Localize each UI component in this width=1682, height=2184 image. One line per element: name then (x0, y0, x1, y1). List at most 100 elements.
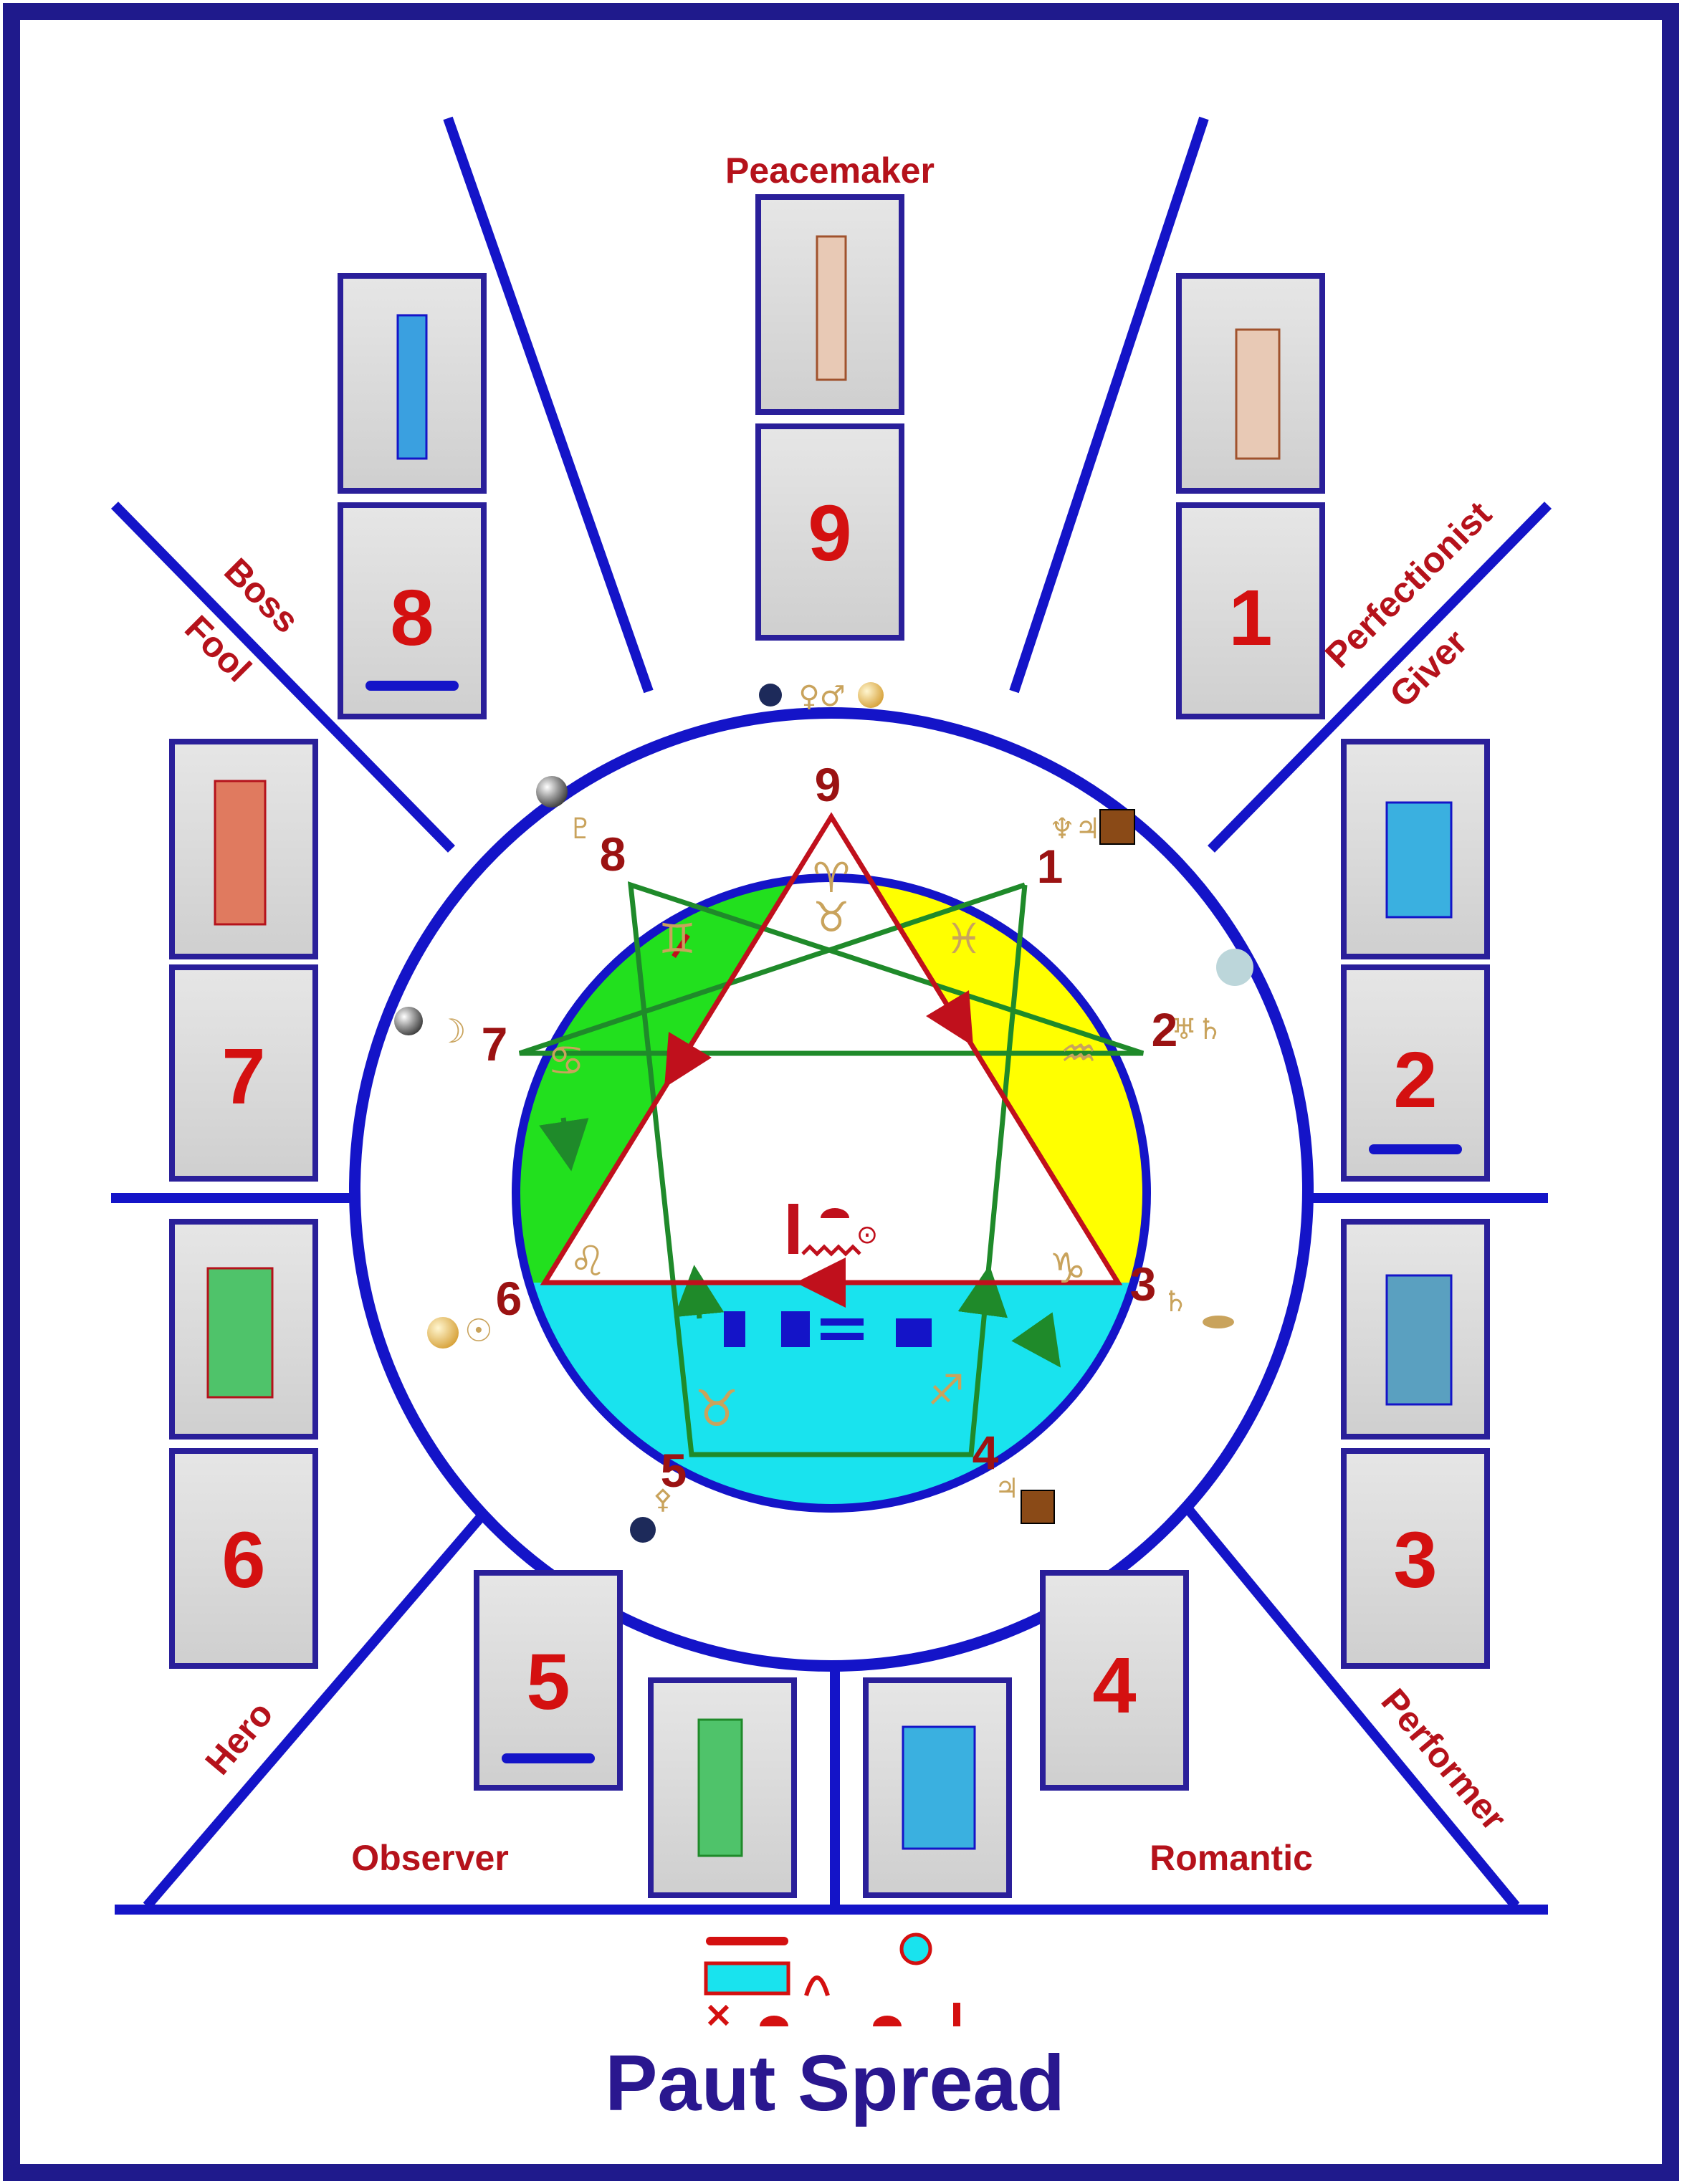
label-romantic: Romantic (1150, 1838, 1313, 1878)
deity-figure-7 (214, 780, 267, 926)
card-group-4: 4 (863, 1570, 1189, 1898)
planet-top-1 (759, 684, 782, 707)
number-card-9[interactable] (755, 423, 904, 641)
number-card-8-label: 8 (390, 574, 434, 662)
card-group-9: 9 (755, 194, 904, 641)
planet-2 (1216, 949, 1253, 986)
bottom-hieroglyph (704, 1932, 960, 2026)
bottom-glyph-x (707, 2004, 730, 2026)
taurus-top-glyph: ♉ (813, 893, 850, 942)
triangle-arrow-d (672, 934, 690, 958)
glyph-block-5 (896, 1318, 932, 1347)
hexad-arrow-a (957, 1265, 1008, 1318)
glyph-block-2 (781, 1311, 810, 1347)
bottom-glyph-loaf-2 (873, 2016, 902, 2026)
center-hieroglyph: ⊙ (724, 1204, 932, 1347)
ring-number-4: 4 (973, 1426, 999, 1479)
planet-markers: ♀♂ ♇ ☽ ☉ ⚴ ♃ ♄ ♅♄ ♆♃ (394, 680, 1253, 1543)
bottom-glyph-bar (706, 1937, 788, 1945)
spoke-top-right (1009, 116, 1209, 694)
spoke-upper-right (1207, 502, 1552, 853)
astro-glyph-2: ♅♄ (1171, 1013, 1223, 1046)
was-sceptre-5 (502, 1753, 595, 1763)
planet-8 (536, 776, 568, 808)
deity-figure-5 (697, 1718, 743, 1857)
card-group-2: 2 (1341, 739, 1490, 1182)
taurus-glyph: ♉ (694, 1379, 740, 1438)
planet-top-2 (858, 682, 884, 708)
spokes (110, 116, 1552, 1915)
capricorn-glyph: ♑ (1049, 1244, 1086, 1293)
number-card-1[interactable] (1176, 502, 1325, 719)
sagittarius-glyph: ♐ (927, 1366, 965, 1414)
number-card-3-label: 3 (1393, 1516, 1437, 1604)
spoke-lower-right (1157, 1472, 1520, 1910)
center-sun-glyph: ⊙ (856, 1220, 878, 1250)
planet-1 (1099, 809, 1135, 845)
ring-number-6: 6 (496, 1272, 522, 1325)
astro-glyph-1: ♆♃ (1049, 813, 1101, 846)
number-card-5[interactable] (474, 1570, 623, 1791)
hexad-lines (518, 881, 1145, 1457)
planet-6 (427, 1317, 459, 1349)
was-sceptre-2 (1369, 1144, 1462, 1154)
spoke-lower-left (143, 1472, 520, 1910)
deity-figure-9 (816, 235, 847, 381)
triangle-fill (545, 878, 1118, 1283)
number-card-4[interactable] (1040, 1570, 1189, 1791)
deity-figure-6 (206, 1267, 274, 1399)
number-card-9-label: 9 (808, 489, 851, 578)
bottom-glyph-circle (899, 1932, 932, 1965)
deity-figure-1 (1235, 328, 1281, 460)
pisces-glyph: ♓ (945, 914, 983, 963)
number-card-6[interactable] (169, 1448, 318, 1669)
label-fool: Fool (177, 608, 259, 689)
hexad-arrow-c (1011, 1312, 1061, 1368)
bottom-glyph-pool (704, 1961, 790, 1996)
spoke-upper-left (110, 502, 456, 853)
deity-card-6[interactable] (169, 1219, 318, 1440)
card-group-3: 3 (1341, 1219, 1490, 1669)
cyan-hieroglyph-row (724, 1311, 932, 1347)
glyph-block-3 (821, 1318, 864, 1326)
number-card-2[interactable] (1341, 964, 1490, 1182)
page-title: Paut Spread (605, 2039, 1065, 2127)
deity-figure-3 (1385, 1274, 1453, 1406)
number-card-4-label: 4 (1092, 1642, 1136, 1730)
number-card-1-label: 1 (1228, 574, 1272, 662)
card-group-8: 8 (338, 273, 487, 719)
center-loaf-mark (821, 1208, 849, 1218)
planet-7 (394, 1007, 423, 1035)
ring-number-1: 1 (1037, 840, 1064, 893)
was-sceptre-8 (365, 681, 459, 691)
outer-frame (3, 3, 1679, 2181)
gemini-glyph: ♊ (659, 914, 696, 963)
inner-ring (512, 873, 1151, 1513)
card-group-7: 7 (169, 739, 318, 1182)
planet-5 (630, 1517, 656, 1543)
ring-number-7: 7 (482, 1017, 508, 1071)
top-astro-glyph: ♀♂ (798, 680, 845, 713)
hexad-path (518, 881, 1145, 1457)
number-card-6-label: 6 (221, 1516, 265, 1604)
ring-number-9: 9 (815, 758, 841, 811)
astro-glyph-4: ♃ (995, 1472, 1019, 1504)
card-group-6: 6 (169, 1219, 318, 1669)
triangle-arrow-a (925, 990, 974, 1047)
card-group-1: 1 (1176, 273, 1325, 719)
center-water-mark (801, 1244, 861, 1257)
number-card-2-label: 2 (1393, 1036, 1437, 1124)
bottom-glyph-leg (804, 1975, 830, 1996)
ring-number-3: 3 (1130, 1258, 1157, 1311)
spoke-top-left (443, 116, 654, 694)
leo-glyph: ♌ (569, 1237, 606, 1285)
label-giver: Giver (1382, 622, 1475, 715)
cancer-glyph: ♋ (548, 1036, 585, 1085)
astro-glyph-3: ♄ (1162, 1285, 1188, 1318)
aries-glyph: ♈ (813, 853, 850, 902)
number-card-7-label: 7 (221, 1033, 265, 1121)
number-card-7[interactable] (169, 964, 318, 1182)
zodiac-glyphs: ♈ ♉ ♓ ♒ ♑ ♐ ♉ ♌ ♋ ♊ (548, 853, 1097, 1438)
deity-figure-8 (396, 314, 428, 460)
number-card-3[interactable] (1341, 1448, 1490, 1669)
